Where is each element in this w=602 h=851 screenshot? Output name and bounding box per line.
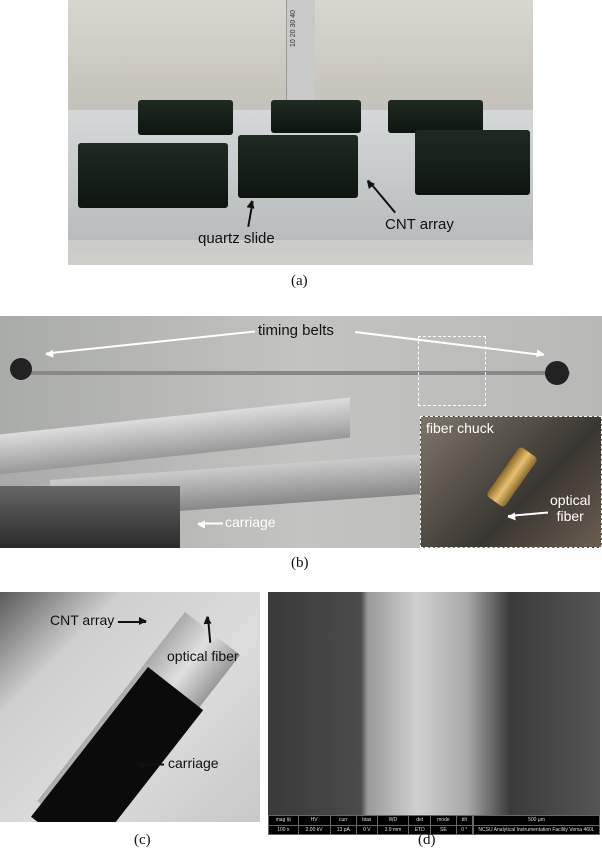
sem-params: mag ⊞ HV curr bias WD det mode tilt 100 … (268, 815, 474, 835)
sem-value: 100 x (268, 824, 299, 835)
caption-d: (d) (418, 832, 436, 848)
sem-value: 3.9 mm (376, 824, 410, 835)
sem-header: mode (430, 815, 457, 826)
pulley (10, 358, 32, 380)
label-cnt-array: CNT array (385, 216, 454, 233)
sem-header: tilt (455, 815, 474, 826)
arrow-icon (118, 618, 147, 624)
panel-b-photo (0, 316, 602, 548)
cnt-pad (78, 143, 228, 208)
label-optical-fiber: optical fiber (550, 492, 591, 524)
zoom-region-box (418, 336, 486, 406)
inset-photo (420, 416, 602, 548)
carriage-block (0, 486, 180, 548)
rod (30, 371, 570, 375)
caption-a: (a) (291, 273, 308, 289)
cnt-pad (271, 100, 361, 133)
pulley (545, 361, 569, 385)
sem-value: 0 V (356, 824, 378, 835)
sem-header: WD (376, 815, 410, 826)
label-cnt-array-c: CNT array (50, 612, 115, 628)
sem-header: det (408, 815, 432, 826)
label-carriage-c: carriage (168, 755, 219, 771)
label-optical-fiber-c: optical fiber (167, 648, 239, 664)
sem-value: 0 ° (455, 824, 474, 835)
sem-scale-bar: 500 µm (473, 815, 600, 826)
sem-value: 2.00 kV (297, 824, 331, 835)
arrow-icon (198, 523, 223, 525)
caption-c: (c) (134, 832, 151, 848)
caption-b: (b) (291, 555, 309, 571)
fiber-chuck (485, 446, 539, 508)
sem-header: mag ⊞ (268, 815, 299, 826)
cnt-pad (388, 100, 483, 133)
cnt-pad (415, 130, 530, 195)
panel-a-photo: 10 20 30 40 (68, 0, 533, 265)
sem-scale: 500 µm NCSU Analytical Instrumentation F… (473, 815, 600, 835)
sem-facility: NCSU Analytical Instrumentation Facility… (473, 824, 600, 835)
label-fiber-chuck: fiber chuck (426, 420, 494, 436)
cnt-strip (31, 667, 204, 822)
sem-header: bias (356, 815, 378, 826)
label-timing-belts: timing belts (258, 322, 334, 339)
label-quartz-slide: quartz slide (198, 230, 275, 247)
arrow-icon (137, 764, 164, 766)
cnt-pad (238, 135, 358, 198)
ruler (286, 0, 315, 110)
panel-d-sem (268, 592, 600, 815)
sem-value: ETD (408, 824, 432, 835)
ruler-text: 10 20 30 40 (290, 10, 297, 47)
sem-info-bar: mag ⊞ HV curr bias WD det mode tilt 100 … (268, 815, 600, 835)
sem-header: HV (297, 815, 331, 826)
label-carriage: carriage (225, 514, 276, 530)
sem-value: 13 pA (329, 824, 358, 835)
cnt-pad (138, 100, 233, 135)
sem-header: curr (329, 815, 358, 826)
panel-c-photo (0, 592, 260, 822)
